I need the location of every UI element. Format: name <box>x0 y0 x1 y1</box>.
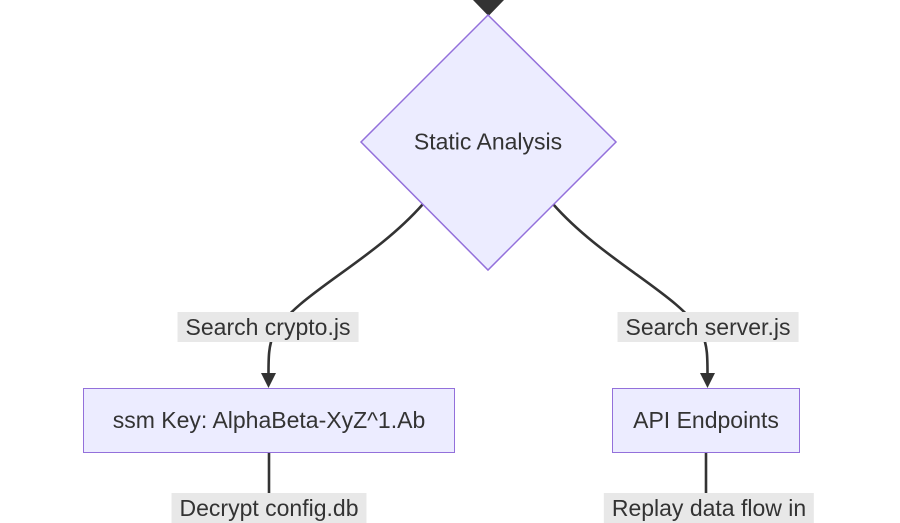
edge-label-search-crypto: Search crypto.js <box>177 312 359 342</box>
edge-layer <box>261 0 715 495</box>
node-api-endpoints-label: API Endpoints <box>633 407 779 433</box>
decision-label: Static Analysis <box>413 128 563 155</box>
edge-search-crypto-arrowhead-icon <box>261 373 276 388</box>
edge-search-server <box>552 203 709 375</box>
edge-label-replay-dataflow: Replay data flow in <box>603 493 815 523</box>
edge-search-server-arrowhead-icon <box>700 373 715 388</box>
incoming-arrowhead-icon <box>473 0 504 16</box>
node-ssm-key: ssm Key: AlphaBeta-XyZ^1.Ab <box>83 388 455 453</box>
node-api-endpoints: API Endpoints <box>612 388 800 453</box>
flowchart: Static Analysis Search crypto.js Search … <box>83 0 815 523</box>
decision-diamond <box>359 13 618 272</box>
node-ssm-key-label: ssm Key: AlphaBeta-XyZ^1.Ab <box>112 407 426 433</box>
edge-label-search-server: Search server.js <box>617 312 799 342</box>
edge-label-decrypt-config: Decrypt config.db <box>171 493 367 523</box>
edge-search-crypto <box>267 203 424 375</box>
